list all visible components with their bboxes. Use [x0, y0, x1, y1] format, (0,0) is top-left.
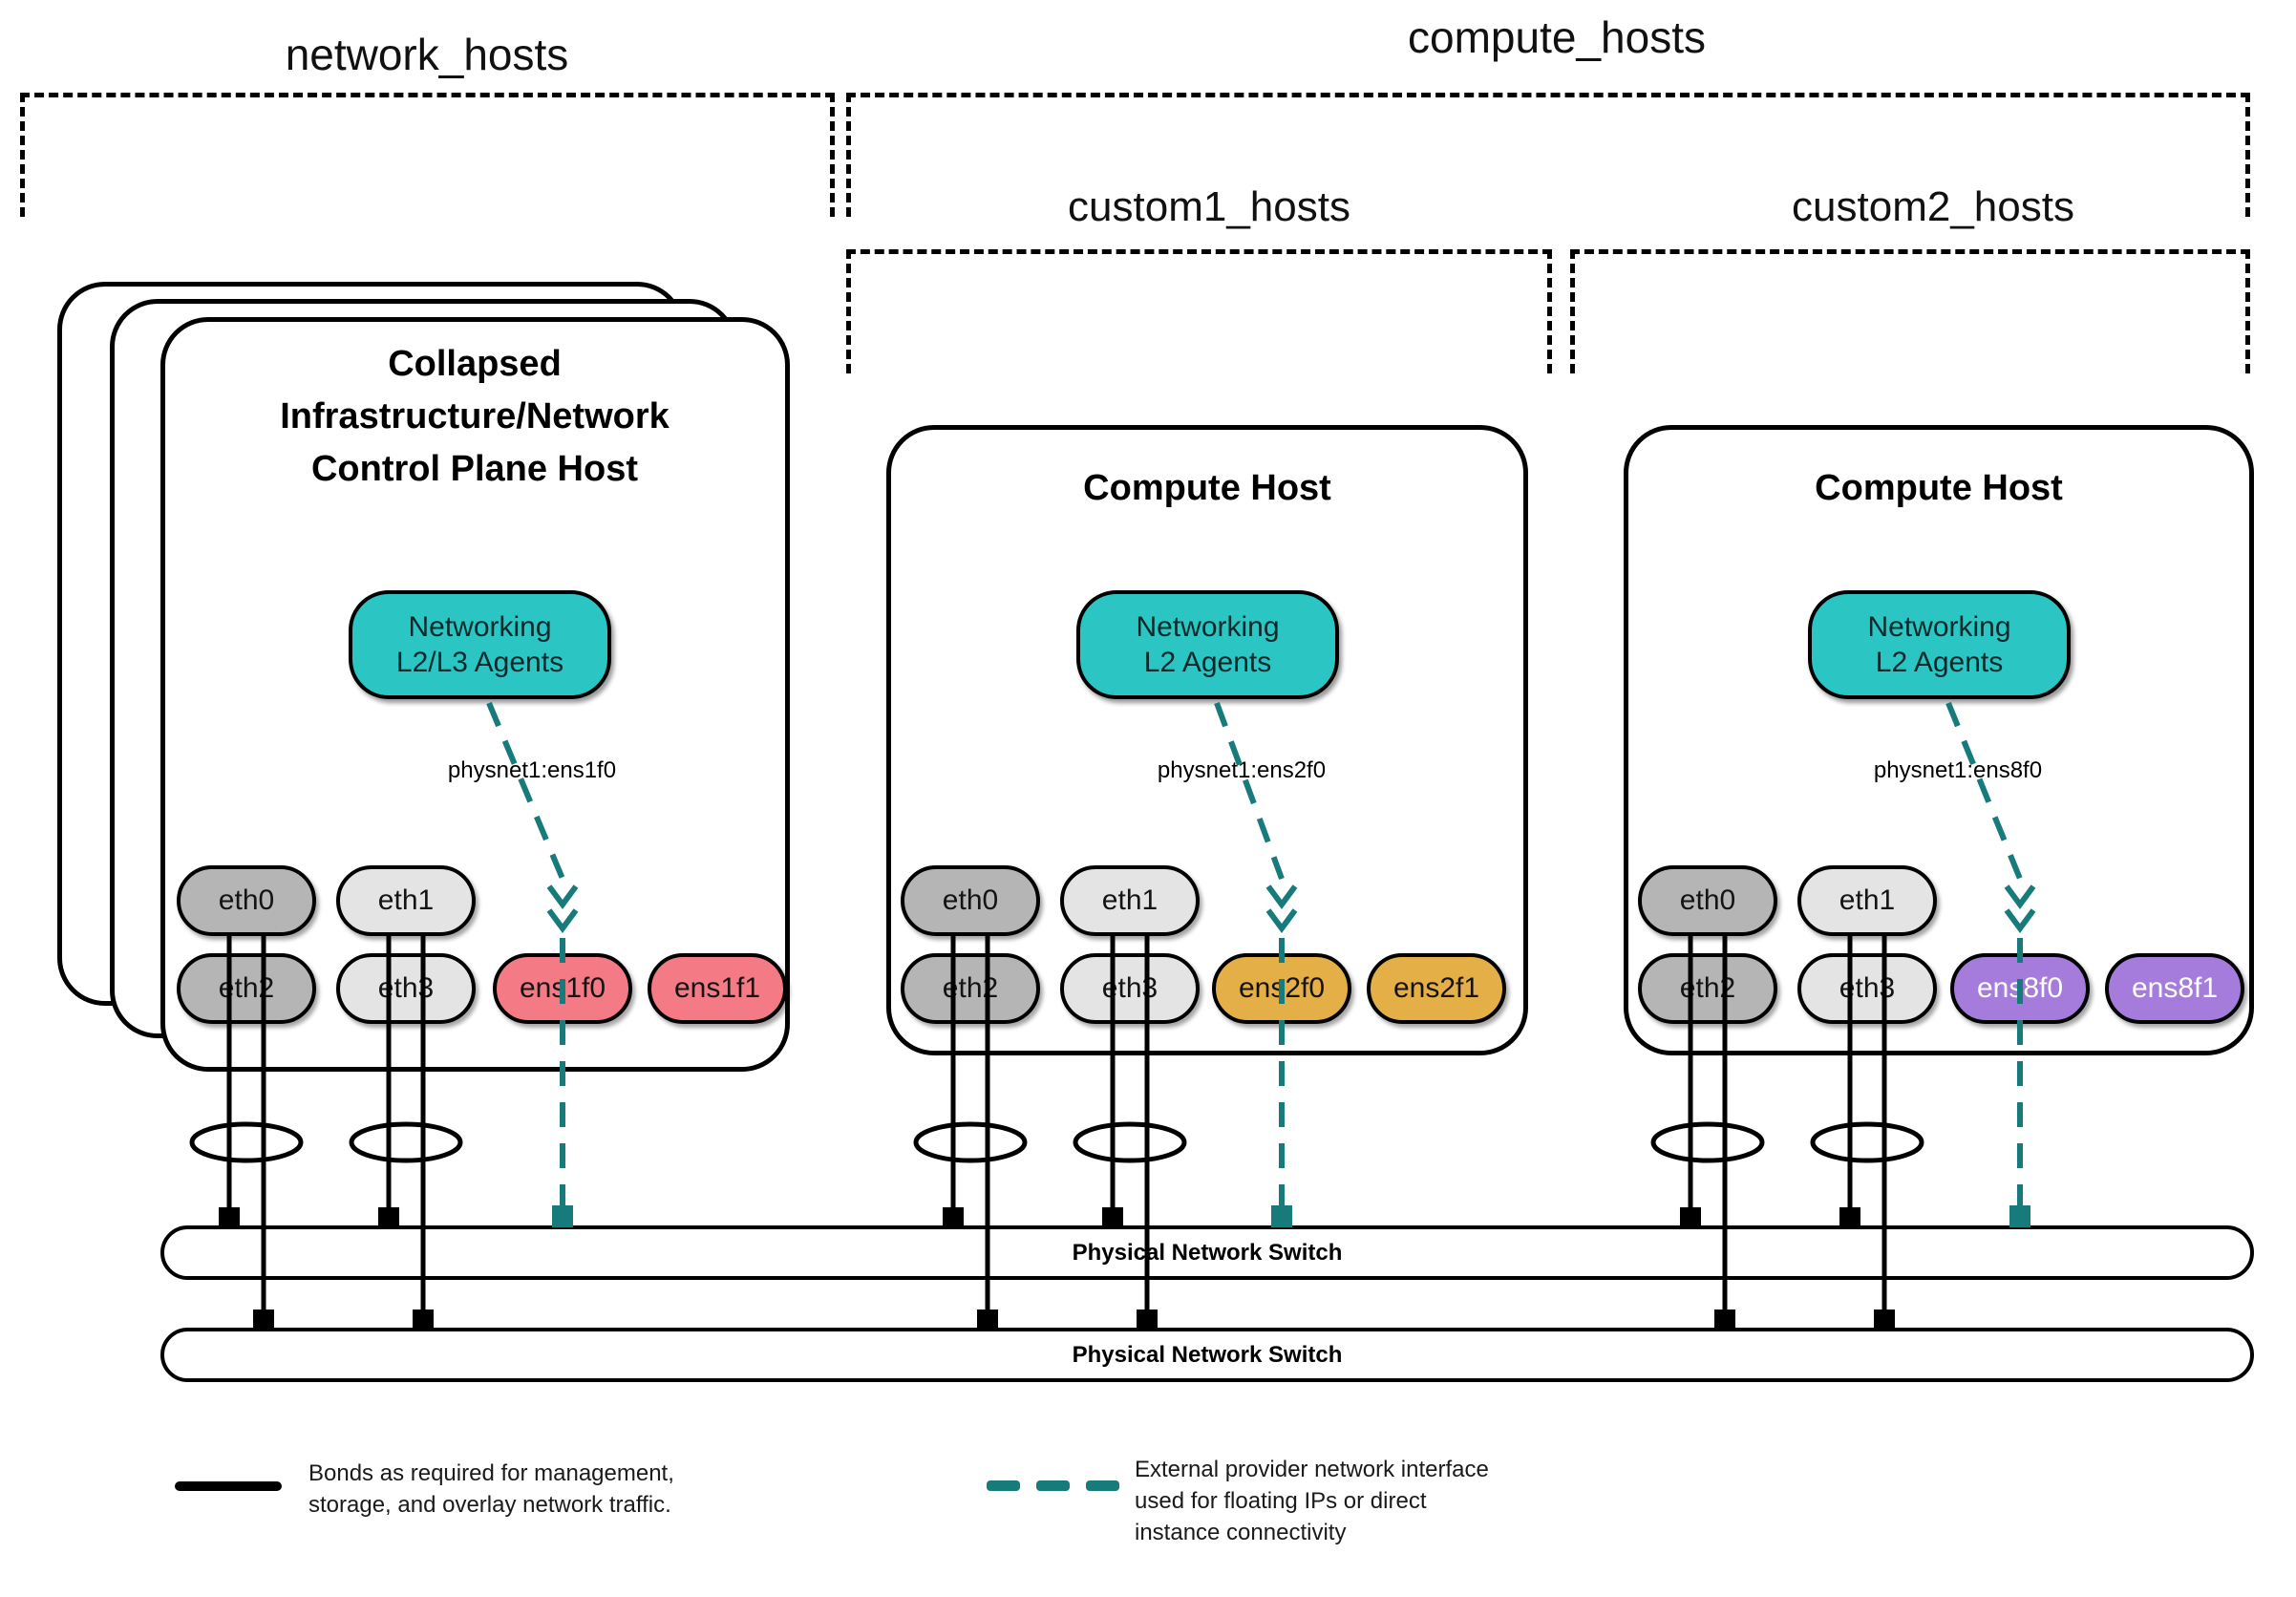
physical-network-switch-1: Physical Network Switch — [160, 1225, 2254, 1280]
nic-pill-eth3: eth3 — [1797, 953, 1937, 1024]
legend-provider-text: External provider network interface used… — [1135, 1454, 1489, 1548]
compute-host2-agents-box: Networking L2 Agents — [1808, 590, 2071, 699]
legend-bonds-line2: storage, and overlay network traffic. — [308, 1492, 671, 1518]
nic-pill-ens1f0: ens1f0 — [493, 953, 632, 1024]
custom1-hosts-bracket — [846, 249, 1552, 373]
network-hosts-bracket — [20, 93, 835, 217]
compute-host1-physnet-label: physnet1:ens2f0 — [1157, 757, 1327, 783]
legend-dashed-line-swatch — [1036, 1480, 1070, 1491]
nic-pill-eth3: eth3 — [336, 953, 476, 1024]
nic-pill-eth1: eth1 — [336, 865, 476, 936]
network-host-physnet-label: physnet1:ens1f0 — [447, 757, 617, 783]
custom2-hosts-label: custom2_hosts — [1792, 183, 2074, 230]
legend-provider-line1: External provider network interface — [1135, 1457, 1489, 1482]
legend-dashed-line-swatch — [987, 1480, 1020, 1491]
network-host-title-line2: Infrastructure/Network — [280, 396, 670, 437]
nic-pill-eth3: eth3 — [1060, 953, 1200, 1024]
agents-label-line1: Networking — [408, 611, 552, 643]
nic-pill-eth2: eth2 — [901, 953, 1040, 1024]
compute-hosts-label: compute_hosts — [1408, 12, 1706, 62]
legend-provider-line3: instance connectivity — [1135, 1520, 1347, 1545]
network-hosts-label: network_hosts — [285, 30, 569, 79]
custom2-hosts-bracket — [1570, 249, 2250, 373]
provider-terminal-compute-host1 — [1271, 1205, 1292, 1227]
nic-pill-eth2: eth2 — [1638, 953, 1777, 1024]
network-host-title-line1: Collapsed — [388, 344, 562, 384]
network-host-agents-box: Networking L2/L3 Agents — [349, 590, 611, 699]
nic-pill-ens2f1: ens2f1 — [1367, 953, 1506, 1024]
provider-terminal-compute-host2 — [2009, 1205, 2030, 1227]
nic-pill-eth1: eth1 — [1060, 865, 1200, 936]
compute-host1-title: Compute Host — [1083, 468, 1331, 508]
nic-pill-ens8f0: ens8f0 — [1950, 953, 2090, 1024]
network-host-title: Collapsed Infrastructure/Network Control… — [188, 338, 761, 496]
custom1-hosts-label: custom1_hosts — [1068, 183, 1350, 230]
agents-label-line2: L2/L3 Agents — [395, 647, 564, 678]
compute-host2-box — [1624, 425, 2254, 1055]
nic-pill-eth0: eth0 — [901, 865, 1040, 936]
legend-bonds-text: Bonds as required for management, storag… — [308, 1458, 674, 1521]
agents-label-line1: Networking — [1867, 611, 2011, 643]
network-host-title-line3: Control Plane Host — [310, 449, 639, 489]
nic-pill-eth0: eth0 — [1638, 865, 1777, 936]
compute-host2-title: Compute Host — [1815, 468, 2063, 508]
compute-hosts-bracket — [846, 93, 2250, 217]
provider-terminal-network-host — [552, 1205, 573, 1227]
agents-label-line1: Networking — [1136, 611, 1280, 643]
compute-host1-box — [886, 425, 1528, 1055]
nic-pill-ens2f0: ens2f0 — [1212, 953, 1351, 1024]
nic-pill-ens1f1: ens1f1 — [648, 953, 787, 1024]
physical-network-switch-2: Physical Network Switch — [160, 1328, 2254, 1382]
agents-label-line2: L2 Agents — [1143, 647, 1272, 678]
legend-dashed-line-swatch — [1086, 1480, 1119, 1491]
nic-pill-eth0: eth0 — [177, 865, 316, 936]
legend-solid-line-swatch — [175, 1481, 282, 1491]
nic-pill-ens8f1: ens8f1 — [2105, 953, 2244, 1024]
nic-pill-eth1: eth1 — [1797, 865, 1937, 936]
compute-host2-physnet-label: physnet1:ens8f0 — [1873, 757, 2043, 783]
compute-host1-agents-box: Networking L2 Agents — [1076, 590, 1339, 699]
nic-pill-eth2: eth2 — [177, 953, 316, 1024]
legend-provider-line2: used for floating IPs or direct — [1135, 1488, 1427, 1514]
legend-bonds-line1: Bonds as required for management, — [308, 1460, 674, 1486]
agents-label-line2: L2 Agents — [1875, 647, 2004, 678]
